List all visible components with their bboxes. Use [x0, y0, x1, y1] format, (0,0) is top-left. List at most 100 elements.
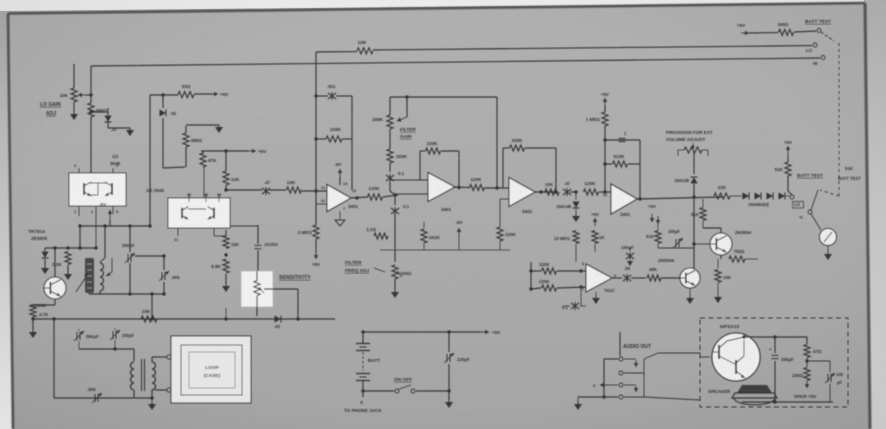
svg-text:GAIN: GAIN: [400, 134, 412, 139]
svg-text:.005: .005: [87, 387, 96, 392]
svg-text:10: 10: [352, 189, 356, 193]
svg-text:FREQ ADJ: FREQ ADJ: [345, 268, 369, 274]
svg-text:.02: .02: [170, 111, 177, 116]
svg-text:22K: 22K: [718, 185, 727, 190]
svg-text:47Ω: 47Ω: [813, 349, 822, 354]
svg-text:1: 1: [91, 210, 93, 214]
svg-text:741C: 741C: [604, 288, 616, 293]
svg-text:11: 11: [174, 238, 178, 242]
svg-text:.001: .001: [327, 84, 336, 89]
svg-text:330K: 330K: [512, 138, 524, 143]
svg-text:SPKR +9V: SPKR +9V: [794, 394, 817, 399]
svg-text:SPEAKER: SPEAKER: [708, 389, 731, 394]
svg-text:680Ω: 680Ω: [191, 138, 202, 143]
svg-text:220K: 220K: [505, 232, 517, 237]
svg-text:3401: 3401: [348, 204, 359, 209]
svg-text:1/2: 1/2: [112, 154, 119, 159]
svg-text:47K: 47K: [208, 158, 217, 163]
svg-text:+: +: [769, 347, 772, 352]
svg-text:+9V: +9V: [648, 204, 656, 209]
svg-text:.05: .05: [624, 266, 631, 271]
svg-text:TR7914: TR7914: [28, 229, 45, 235]
svg-text:2N5064: 2N5064: [658, 258, 675, 263]
svg-text:100Ω: 100Ω: [792, 373, 803, 378]
svg-text:100Ω: 100Ω: [400, 271, 412, 276]
svg-text:120K: 120K: [427, 141, 439, 146]
svg-text:BATT TEST: BATT TEST: [797, 173, 823, 179]
svg-text:10/25V: 10/25V: [264, 242, 278, 247]
svg-text:2 MEG: 2 MEG: [298, 230, 313, 235]
svg-text:1N4148: 1N4148: [556, 204, 571, 209]
svg-text:100: 100: [836, 372, 844, 377]
svg-text:1N4148: 1N4148: [674, 178, 689, 183]
svg-text:10K: 10K: [287, 180, 296, 185]
svg-text:2: 2: [582, 287, 584, 291]
svg-text:.47: .47: [264, 180, 271, 185]
svg-text:PROVISION FOR EXT: PROVISION FOR EXT: [666, 130, 713, 135]
svg-text:510K: 510K: [614, 154, 626, 159]
svg-text:4.7K: 4.7K: [39, 312, 49, 317]
svg-text:X: X: [360, 400, 364, 405]
svg-text:.47: .47: [564, 181, 571, 186]
svg-text:AUDIO OUT: AUDIO OUT: [623, 344, 651, 350]
svg-text:.005: .005: [171, 275, 180, 280]
svg-text:200μF: 200μF: [122, 243, 135, 248]
svg-text:ADJ: ADJ: [46, 111, 56, 117]
svg-text:10K: 10K: [60, 93, 69, 98]
svg-text:BATT TEST: BATT TEST: [805, 19, 831, 25]
svg-text:LO GAIN: LO GAIN: [40, 102, 61, 108]
svg-text:51K: 51K: [775, 167, 784, 172]
svg-text:-9V: -9V: [456, 220, 463, 225]
svg-text:51K: 51K: [691, 212, 700, 217]
svg-text:.02: .02: [274, 324, 281, 329]
svg-text:μF: μF: [837, 380, 843, 385]
svg-text:220K: 220K: [539, 262, 550, 267]
svg-text:33Ω: 33Ω: [182, 84, 191, 89]
svg-text:10K: 10K: [723, 275, 732, 280]
svg-text:220K: 220K: [539, 279, 550, 284]
svg-text:160K: 160K: [372, 117, 384, 122]
svg-text:11: 11: [321, 186, 325, 190]
svg-text:.47: .47: [111, 127, 118, 132]
svg-text:250μF: 250μF: [781, 357, 794, 362]
svg-text:BATT TEST: BATT TEST: [838, 176, 861, 181]
svg-text:3401: 3401: [441, 207, 452, 212]
svg-text:13: 13: [603, 193, 607, 197]
svg-text:LO: LO: [794, 202, 801, 207]
svg-text:5: 5: [116, 210, 118, 214]
svg-text:10K: 10K: [142, 309, 151, 314]
svg-text:51K: 51K: [646, 234, 655, 239]
svg-text:3046: 3046: [110, 161, 121, 166]
svg-text:1/2 3046: 1/2 3046: [146, 188, 164, 193]
svg-text:10K: 10K: [545, 182, 554, 187]
svg-text:BATT: BATT: [368, 358, 381, 364]
svg-text:+9V: +9V: [258, 149, 267, 154]
svg-text:10KμF: 10KμF: [621, 245, 634, 250]
svg-text:10 MEG: 10 MEG: [554, 236, 571, 241]
svg-text:MPSA13: MPSA13: [720, 324, 740, 330]
svg-text:120K: 120K: [369, 186, 381, 191]
svg-text:12K: 12K: [231, 177, 240, 182]
svg-text:10K: 10K: [358, 40, 367, 46]
svg-text:2N3694: 2N3694: [735, 230, 752, 235]
svg-text:3: 3: [582, 262, 584, 266]
svg-text:+9V: +9V: [737, 23, 746, 28]
svg-text:1N4484(4): 1N4484(4): [748, 202, 769, 207]
svg-text:ON OFF: ON OFF: [394, 377, 412, 383]
svg-text:+9V: +9V: [492, 330, 501, 335]
svg-text:LO: LO: [806, 48, 813, 53]
svg-text:VOLUME ADJUST: VOLUME ADJUST: [666, 137, 705, 142]
svg-text:0.1: 0.1: [398, 171, 405, 176]
svg-text:14: 14: [343, 182, 348, 186]
svg-text:3401: 3401: [620, 212, 631, 217]
svg-text:ZENER: ZENER: [31, 236, 48, 242]
svg-text:250pF: 250pF: [122, 333, 135, 338]
svg-text:15K: 15K: [231, 242, 240, 247]
svg-text:680Ω: 680Ω: [96, 108, 107, 113]
svg-text:6.8K: 6.8K: [211, 264, 221, 269]
svg-text:150K: 150K: [396, 154, 408, 159]
svg-text:220μF: 220μF: [457, 357, 470, 362]
svg-text:0.1: 0.1: [403, 204, 410, 209]
svg-text:0.1: 0.1: [562, 305, 569, 310]
svg-text:2.2Ω: 2.2Ω: [366, 227, 376, 232]
